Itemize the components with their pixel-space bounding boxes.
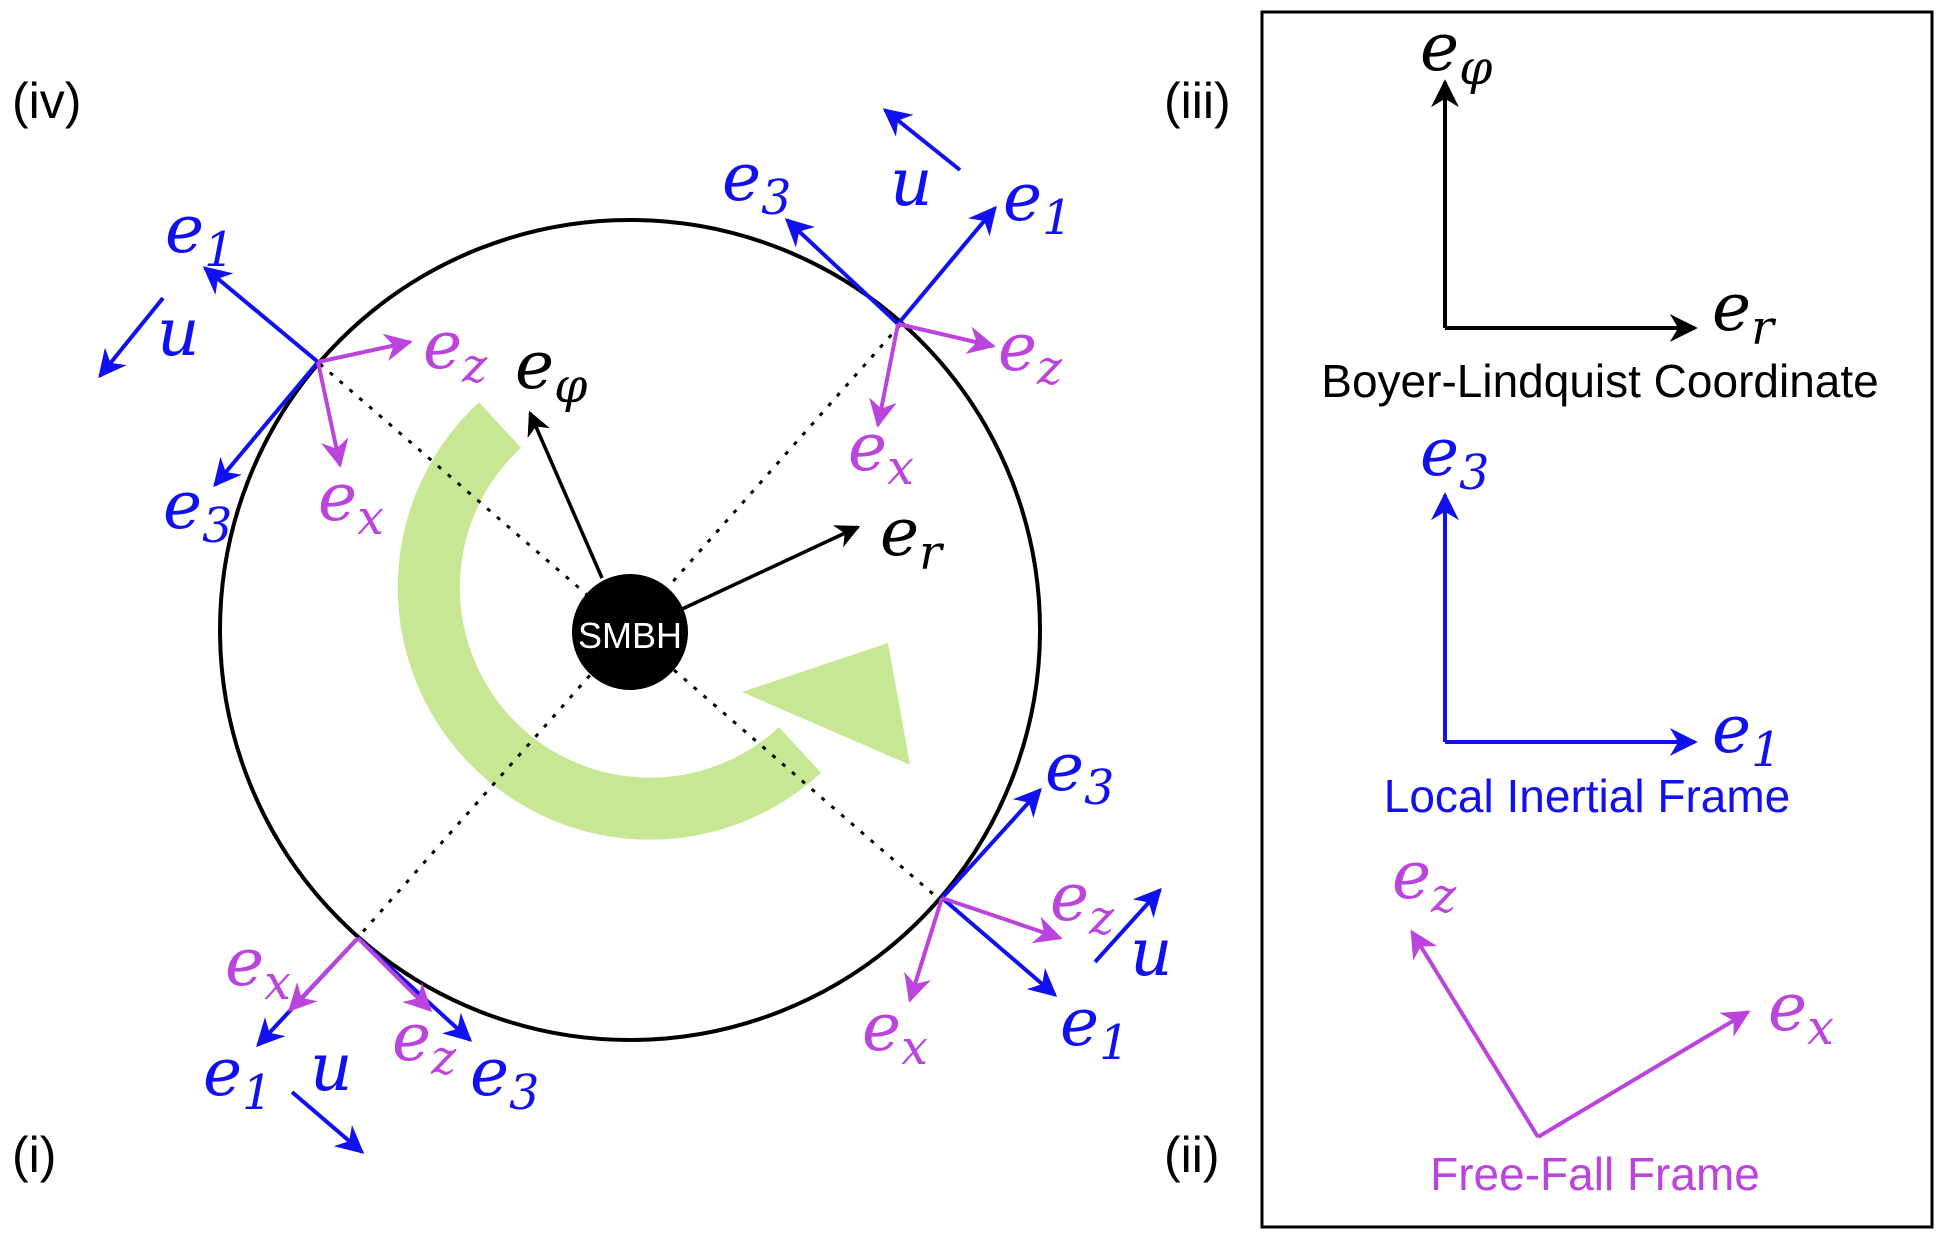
legend-ex-label: ex <box>1768 969 1834 1056</box>
tr-e3-label: e3 <box>722 139 791 226</box>
orbit-circle <box>218 218 1042 1042</box>
br-e3-label: e3 <box>1045 729 1114 816</box>
legend-e3-label: e3 <box>1420 414 1489 501</box>
frame-top-left <box>98 266 413 488</box>
smbh-disk <box>572 574 688 690</box>
boyer-lindquist-caption: Boyer-Lindquist Coordinate <box>1321 355 1878 407</box>
legend-e1-label: e1 <box>1712 691 1781 778</box>
legend-ez-label: ez <box>1392 837 1457 924</box>
free-fall-axes <box>1410 929 1751 1139</box>
bl-e1-label: e1 <box>203 1034 272 1121</box>
br-e1-label: e1 <box>1060 984 1129 1071</box>
legend-e-r-label: er <box>1712 269 1777 356</box>
tl-e3-label: e3 <box>163 467 232 554</box>
legend-panel <box>1260 10 1934 1229</box>
rotation-arrow <box>397 402 910 840</box>
frame-top-right <box>784 108 997 428</box>
bl-e3-label: e3 <box>470 1034 539 1121</box>
bl-coordinate-axes <box>1431 79 1698 342</box>
tr-ez-label: ez <box>998 309 1063 396</box>
tr-ex-label: ex <box>848 409 914 496</box>
free-fall-caption: Free-Fall Frame <box>1430 1148 1760 1200</box>
frame-bottom-left <box>256 936 473 1154</box>
tl-e1-label: e1 <box>165 191 234 278</box>
tl-u-label: u <box>157 294 200 371</box>
bl-ez-label: ez <box>392 999 457 1086</box>
center-e-phi-label: eφ <box>515 327 588 414</box>
center-e-phi-arrow <box>527 410 604 579</box>
quadrant-label-i: (i) <box>12 1127 56 1183</box>
smbh-label: SMBH <box>578 615 682 656</box>
br-ez-label: ez <box>1050 859 1115 946</box>
br-ex-label: ex <box>862 989 928 1076</box>
legend-e-phi-label: eφ <box>1420 9 1493 96</box>
quadrant-label-iii: (iii) <box>1164 73 1231 129</box>
frame-bottom-right <box>904 787 1162 1003</box>
local-inertial-caption: Local Inertial Frame <box>1384 770 1791 822</box>
center-e-r-arrow <box>679 525 861 612</box>
tr-u-label: u <box>890 144 933 221</box>
tl-ex-label: ex <box>318 459 384 546</box>
tr-e1-label: e1 <box>1003 159 1072 246</box>
center-e-r-label: er <box>880 494 945 581</box>
bl-ex-label: ex <box>225 924 291 1011</box>
local-inertial-axes <box>1431 492 1698 756</box>
br-u-label: u <box>1130 914 1173 991</box>
quadrant-label-ii: (ii) <box>1164 1127 1220 1183</box>
quadrant-label-iv: (iv) <box>12 73 81 129</box>
bl-u-label: u <box>310 1029 353 1106</box>
tl-ez-label: ez <box>423 307 488 394</box>
dotted-diagonals <box>319 324 941 936</box>
